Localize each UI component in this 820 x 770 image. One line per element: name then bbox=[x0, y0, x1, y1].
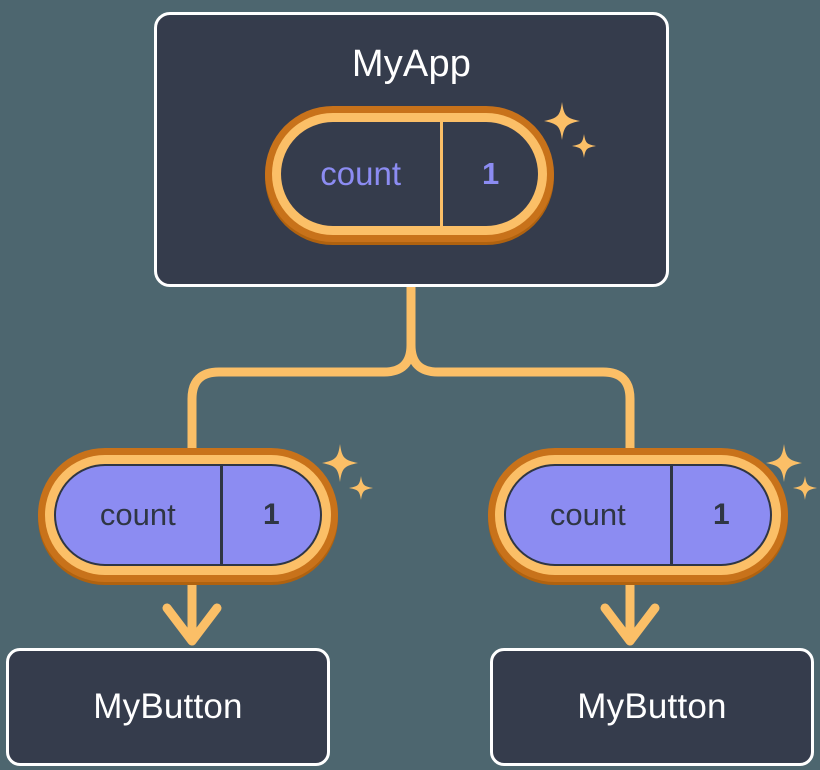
wire-root-to-right bbox=[406, 282, 635, 460]
state-value-label: 1 bbox=[669, 466, 770, 564]
component-box-mybutton-left[interactable]: MyButton bbox=[6, 648, 330, 766]
pill-body: count 1 bbox=[54, 464, 322, 566]
pill-body: count 1 bbox=[504, 464, 772, 566]
state-pill-myapp[interactable]: count 1 bbox=[265, 106, 554, 242]
pill-body: count 1 bbox=[281, 122, 538, 226]
component-box-mybutton-right[interactable]: MyButton bbox=[490, 648, 814, 766]
wire-root-to-left bbox=[187, 282, 416, 460]
state-value-label: 1 bbox=[219, 466, 320, 564]
state-key-label: count bbox=[99, 497, 176, 532]
component-label-mybutton-left: MyButton bbox=[93, 687, 243, 726]
state-pill-left[interactable]: count 1 bbox=[38, 448, 338, 582]
state-value-label: 1 bbox=[440, 122, 538, 226]
state-pill-right[interactable]: count 1 bbox=[488, 448, 788, 582]
sparkle-icon-small bbox=[349, 476, 373, 500]
component-label-mybutton-right: MyButton bbox=[577, 687, 727, 726]
arrow-down-icon-left bbox=[162, 603, 222, 646]
arrow-down-icon-right bbox=[600, 603, 660, 646]
sparkle-icon-large bbox=[322, 444, 358, 482]
state-key-label: count bbox=[320, 155, 402, 192]
component-label-myapp: MyApp bbox=[351, 43, 472, 85]
state-key-label: count bbox=[549, 497, 626, 532]
sparkle-icon-small bbox=[793, 476, 817, 500]
